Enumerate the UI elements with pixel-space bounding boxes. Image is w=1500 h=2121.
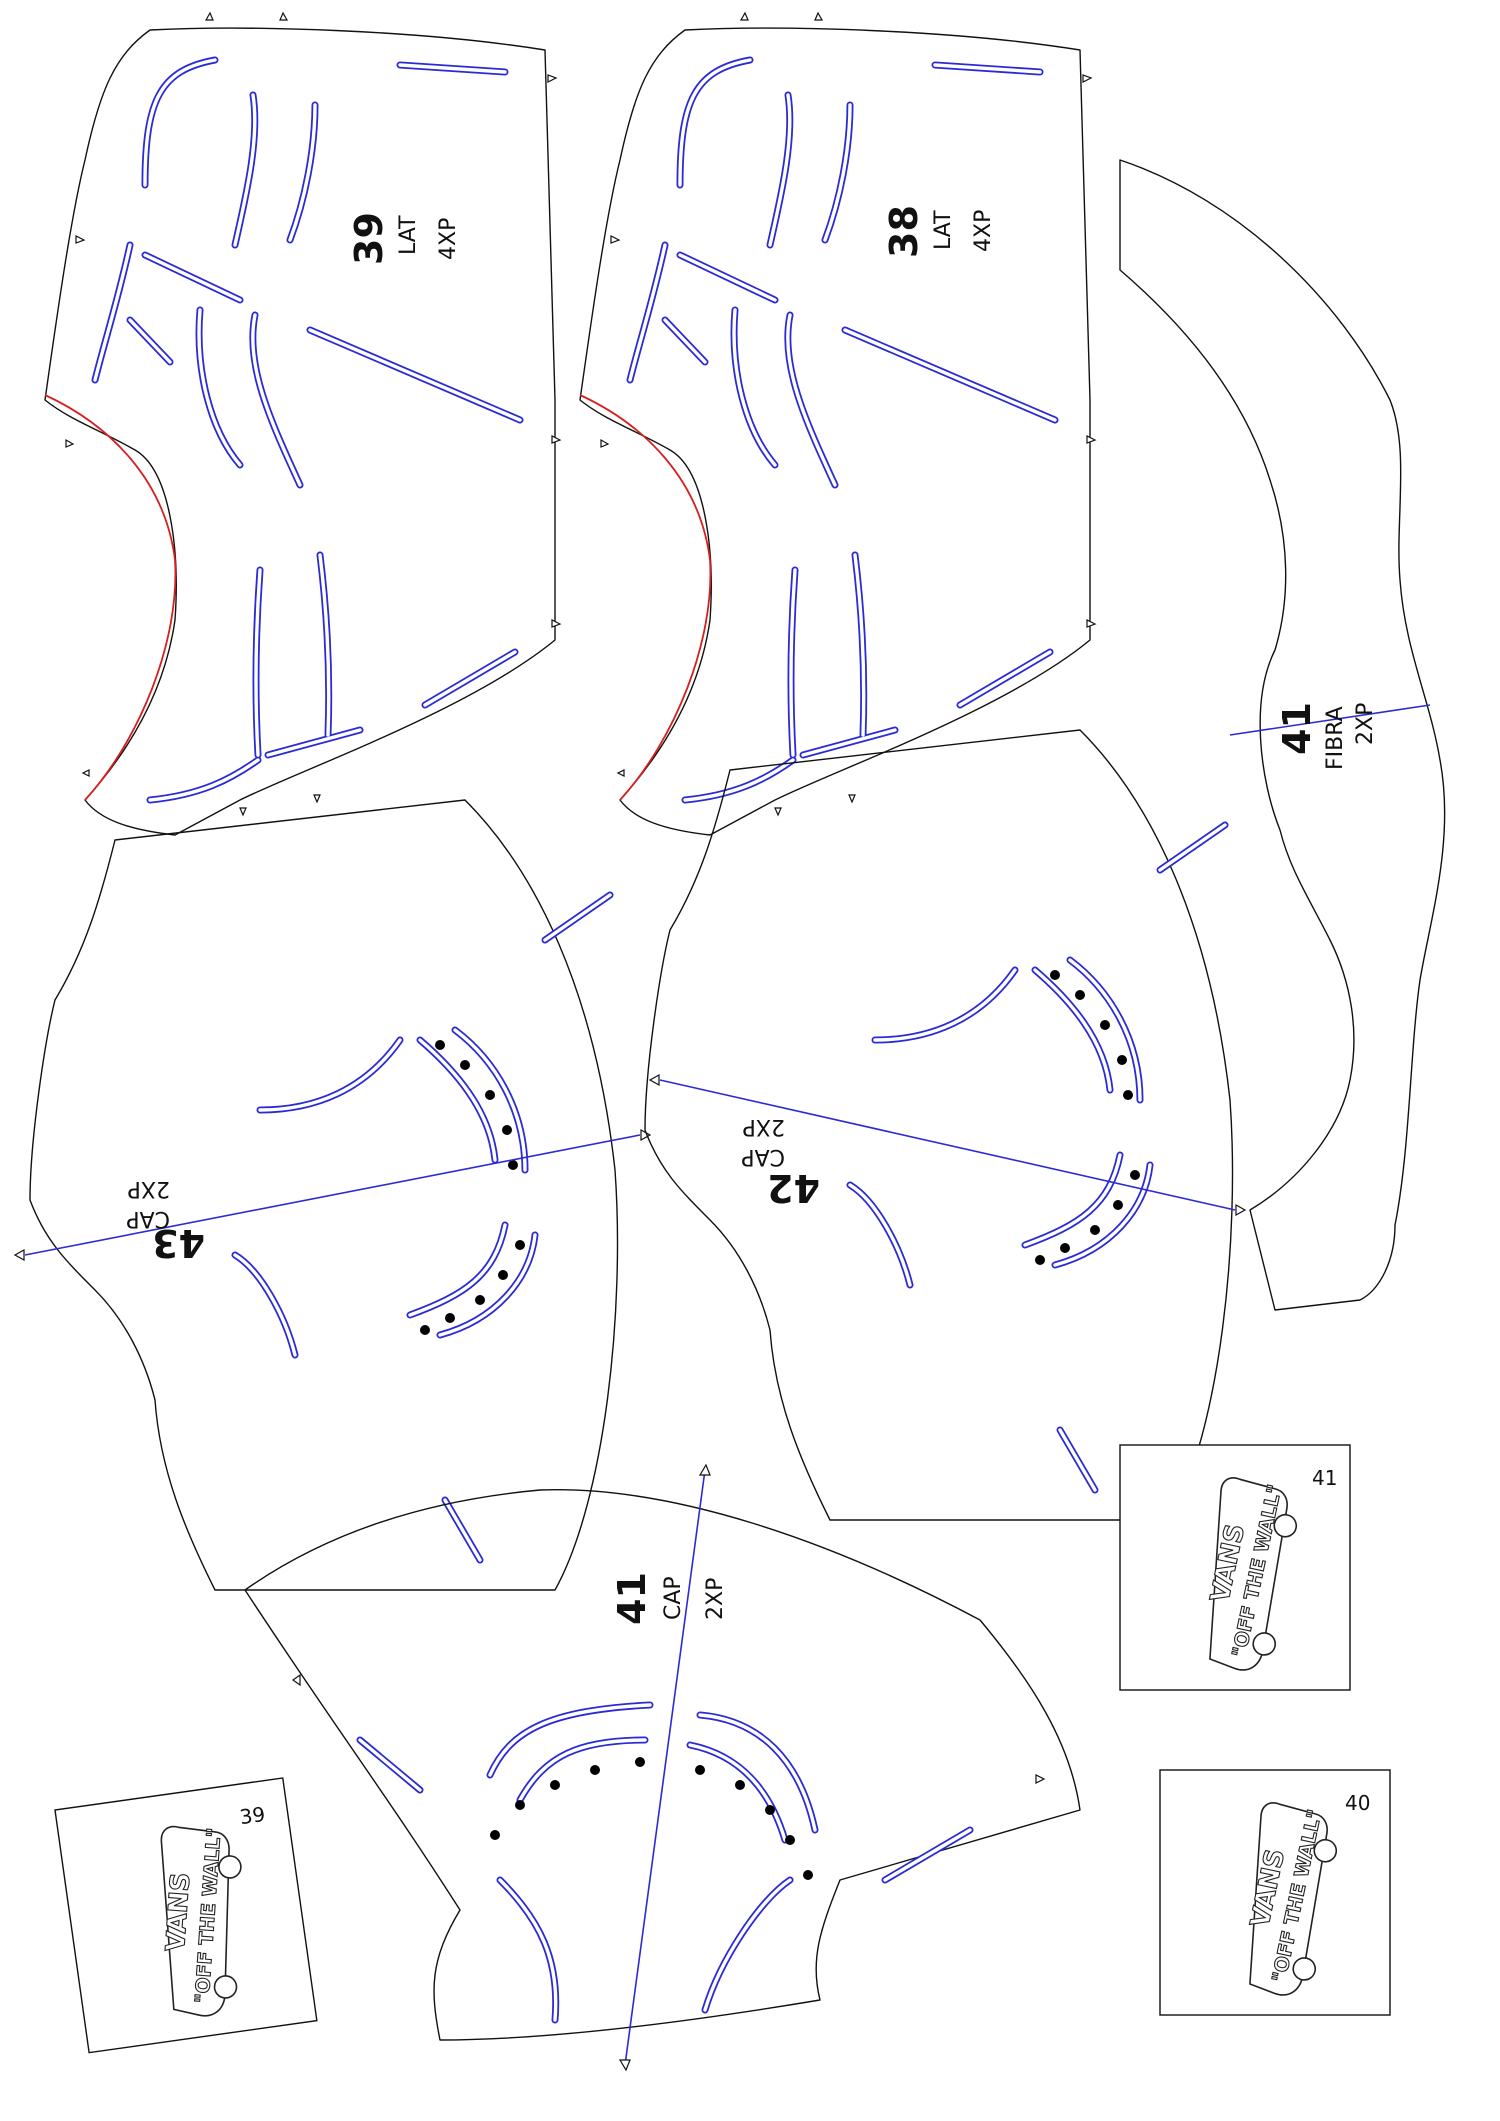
lat-38-part: LAT <box>931 210 956 250</box>
cap-41-size: 41 <box>610 1572 654 1625</box>
cap-41-qty: 2XP <box>703 1578 728 1620</box>
fibra-piece-41: 41 FIBRA 2XP <box>1119 159 1446 1311</box>
logo-badge-40: 40 <box>1159 1769 1391 2016</box>
lat-38-qty: 4XP <box>971 210 996 252</box>
cap-43-qty: 2XP <box>128 1176 170 1201</box>
cap-43-part: CAP <box>126 1206 170 1231</box>
cap-43-size: 43 <box>152 1221 205 1265</box>
cap-piece-41: 41 CAP 2XP <box>244 1463 1081 2072</box>
fibra-41-size: 41 <box>1275 702 1319 755</box>
lat-39-part: LAT <box>396 215 421 255</box>
lat-piece-39: 39 LAT 4XP <box>45 13 560 835</box>
cap-piece-42: 42 CAP 2XP <box>645 730 1247 1520</box>
badge-41-size: 41 <box>1312 1466 1337 1490</box>
cap-42-part: CAP <box>741 1144 785 1169</box>
lat-38-size: 38 <box>882 205 926 258</box>
cap-42-qty: 2XP <box>743 1114 785 1139</box>
cap-piece-43: 43 CAP 2XP <box>13 800 652 1590</box>
fibra-41-part: FIBRA <box>1323 706 1348 770</box>
lat-39-size: 39 <box>347 212 391 265</box>
cap-41-part: CAP <box>661 1576 686 1620</box>
lat-39-qty: 4XP <box>436 218 461 260</box>
logo-badge-41: 41 <box>1119 1444 1351 1691</box>
badge-39-size: 39 <box>238 1802 267 1829</box>
badge-40-size: 40 <box>1345 1791 1370 1815</box>
fibra-41-qty: 2XP <box>1353 703 1378 745</box>
lat-piece-38: 38 LAT 4XP <box>580 13 1095 835</box>
logo-badge-39: 39 <box>54 1777 318 2054</box>
cap-42-size: 42 <box>767 1166 820 1210</box>
